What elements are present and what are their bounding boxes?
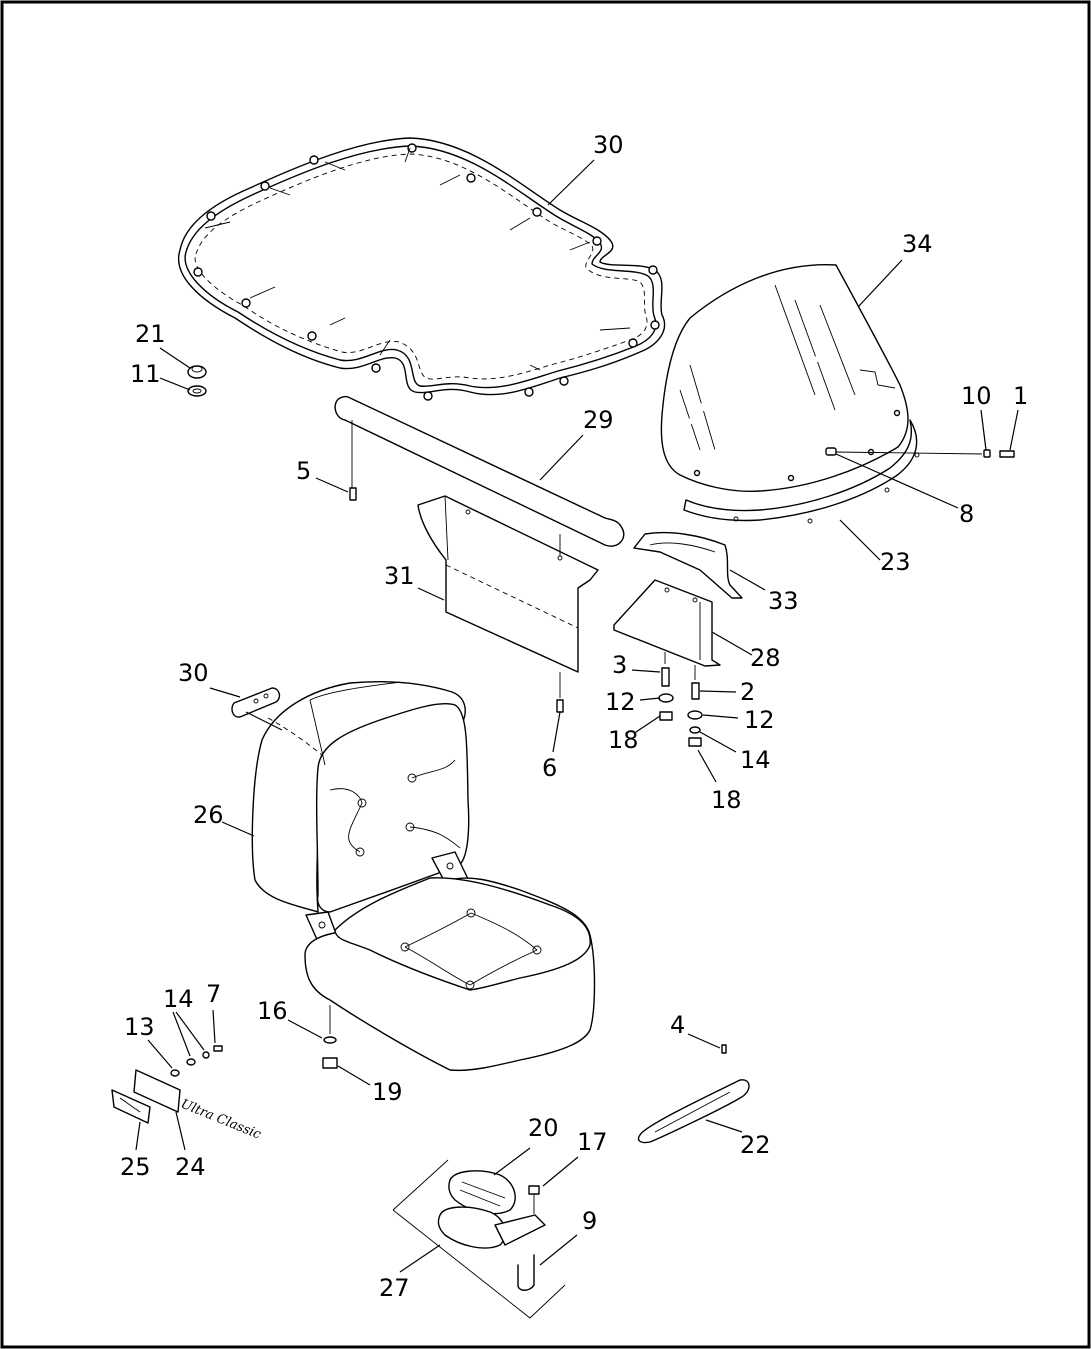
callout-28: 28 — [750, 644, 781, 672]
part-27-footrest — [392, 1159, 566, 1319]
callout-21: 21 — [135, 320, 166, 348]
callout-13: 13 — [124, 1013, 155, 1041]
callout-24: 24 — [175, 1153, 206, 1181]
callout-12-left: 12 — [605, 688, 636, 716]
callout-12-right: 12 — [744, 706, 775, 734]
callout-2: 2 — [740, 678, 755, 706]
callout-3: 3 — [612, 651, 627, 679]
callout-23: 23 — [880, 548, 911, 576]
callout-20: 20 — [528, 1114, 559, 1142]
callout-1: 1 — [1013, 382, 1028, 410]
part-8-10-1-hardware — [825, 447, 1015, 458]
callout-15: 14 — [740, 746, 771, 774]
callout-32: 30 — [593, 131, 624, 159]
callout-9: 9 — [582, 1207, 597, 1235]
part-5-screw — [349, 487, 357, 501]
callout-19: 19 — [372, 1078, 403, 1106]
part-21-11-grommet — [187, 365, 207, 397]
part-22-footboard — [637, 1044, 750, 1144]
callout-labels: 30 34 21 11 10 1 29 5 8 23 31 33 28 3 30… — [120, 131, 1028, 1302]
part-33-bracket — [633, 531, 743, 599]
callout-16: 16 — [257, 997, 288, 1025]
part-24-25-emblem: Ultra Classic — [111, 1045, 264, 1143]
callout-8: 8 — [959, 500, 974, 528]
part-26-backrest-seat — [251, 681, 596, 1072]
part-34-windshield — [660, 264, 909, 493]
part-30-plate — [231, 687, 281, 718]
emblem-script: Ultra Classic — [179, 1097, 264, 1143]
callout-4: 4 — [670, 1011, 685, 1039]
callout-18-right: 18 — [711, 786, 742, 814]
callout-10: 10 — [961, 382, 992, 410]
part-16-19-hardware — [322, 1036, 338, 1069]
callout-27: 27 — [379, 1274, 410, 1302]
part-32-cover — [177, 137, 666, 401]
part-29-top-pad — [334, 395, 625, 547]
part-28-support — [613, 579, 721, 680]
part-3-2-12-15-18-hardware — [658, 667, 703, 747]
callout-7: 7 — [206, 980, 221, 1008]
callout-18-left: 18 — [608, 726, 639, 754]
callout-5: 5 — [296, 457, 311, 485]
callout-31: 31 — [384, 562, 415, 590]
callout-17: 17 — [577, 1128, 608, 1156]
callout-29: 29 — [583, 406, 614, 434]
callout-11: 11 — [130, 360, 161, 388]
part-23-trim — [683, 419, 920, 524]
callout-34: 34 — [902, 230, 933, 258]
callout-33: 33 — [768, 587, 799, 615]
callout-26: 26 — [193, 801, 224, 829]
callout-6: 6 — [542, 754, 557, 782]
callout-30: 30 — [178, 659, 209, 687]
part-6-screw — [556, 699, 564, 713]
leader-lines — [135, 159, 1019, 1273]
part-31-back-panel — [417, 495, 599, 698]
callout-25: 25 — [120, 1153, 151, 1181]
callout-22: 22 — [740, 1131, 771, 1159]
callout-14: 14 — [163, 985, 194, 1013]
